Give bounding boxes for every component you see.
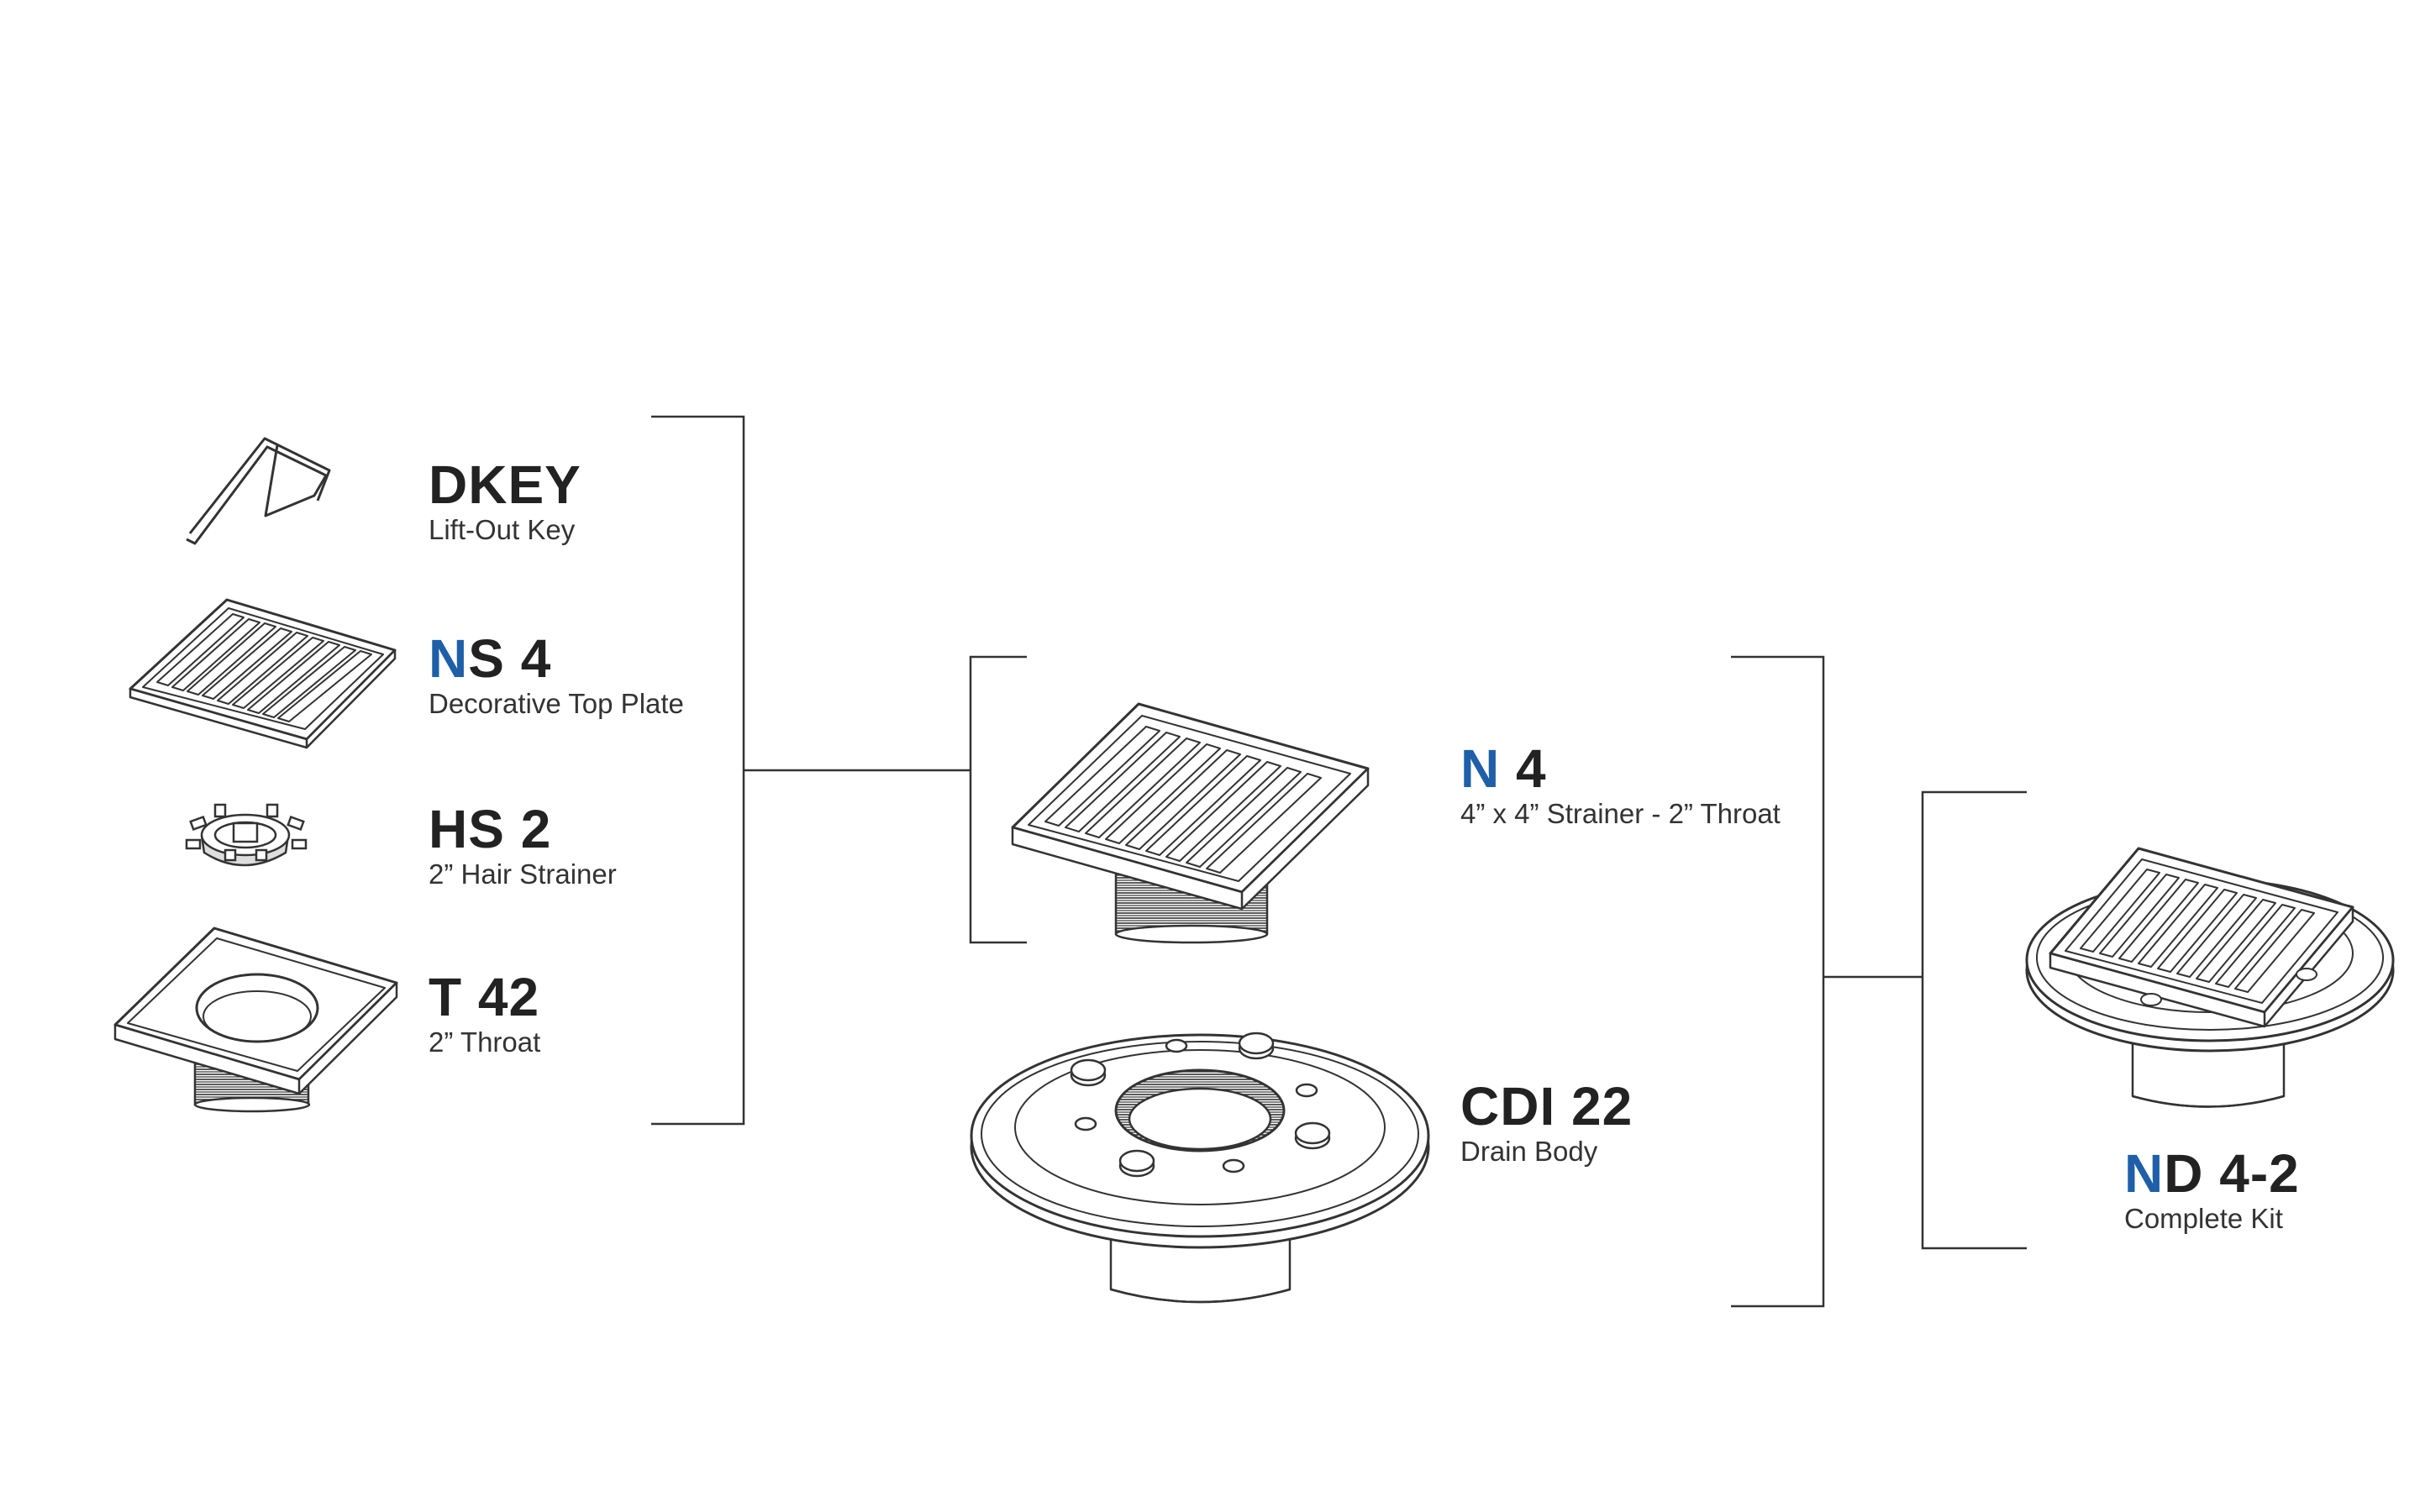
drain-body-icon [970,1032,1430,1304]
part-code: DKEY [429,454,581,515]
part-label-hs2: HS 2 2” Hair Strainer [429,802,617,891]
part-description: Lift-Out Key [429,514,576,545]
part-code: HS 2 [429,799,552,859]
bracket-left [651,415,971,1126]
part-code: ND 4-2 [2124,1143,2300,1204]
part-label-n4: N 4 4” x 4” Strainer - 2” Throat [1460,742,1781,831]
part-description: 2” Hair Strainer [429,858,617,890]
part-label-nd42: ND 4-2 Complete Kit [2124,1147,2300,1236]
part-label-t42: T 42 2” Throat [429,970,540,1059]
top-plate-icon [129,598,397,749]
part-label-dkey: DKEY Lift-Out Key [429,458,581,547]
part-code: T 42 [429,967,540,1027]
part-description: 4” x 4” Strainer - 2” Throat [1460,798,1781,829]
throat-icon [113,927,398,1113]
part-description: 2” Throat [429,1026,541,1058]
part-code: N 4 [1460,738,1547,799]
part-description: Complete Kit [2124,1203,2283,1234]
bracket-middle-right [1731,655,1923,1308]
part-label-ns4: NS 4 Decorative Top Plate [429,632,684,721]
part-code: CDI 22 [1460,1076,1634,1137]
part-description: Drain Body [1460,1136,1598,1167]
strainer-icon [1011,702,1370,944]
lift-key-icon [186,437,331,545]
part-description: Decorative Top Plate [429,688,684,719]
part-label-cdi22: CDI 22 Drain Body [1460,1079,1633,1168]
hair-strainer-icon [185,803,308,867]
complete-kit-icon [2025,847,2395,1108]
part-code: NS 4 [429,628,552,689]
bracket-right [1921,790,2027,1250]
bracket-middle-left [969,655,1027,944]
